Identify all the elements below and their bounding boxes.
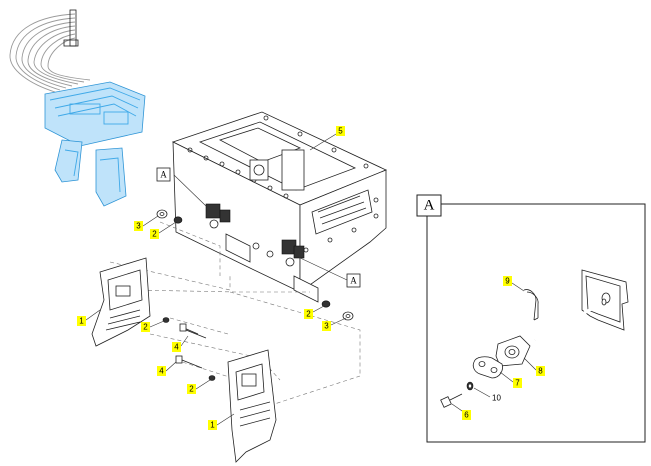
callout-2-right-label: 2 <box>306 310 311 319</box>
callout-4-upper-label: 4 <box>174 343 179 352</box>
view-ref-a-right: A <box>346 273 361 288</box>
callout-2-right: 2 <box>304 309 313 319</box>
valve-fittings <box>205 159 305 267</box>
callout-3-right: 3 <box>322 321 331 331</box>
leader-lines <box>85 130 348 426</box>
detail-view-a: A <box>416 194 646 443</box>
detail-callout-7-label: 7 <box>515 379 520 388</box>
detail-callout-8-label: 8 <box>538 367 543 376</box>
overview-callouts: 5 3 2 1 2 4 4 2 <box>77 126 345 430</box>
callout-3-upper: 3 <box>134 221 143 231</box>
callout-5: 5 <box>336 126 345 136</box>
cap-screw <box>440 393 463 408</box>
callout-2-upper: 2 <box>150 229 159 239</box>
detail-label-10: 10 <box>492 394 501 403</box>
washer-10 <box>466 381 474 391</box>
frame-holes <box>187 115 379 253</box>
bracket-upper-left <box>91 257 151 347</box>
callout-2-bracket-label: 2 <box>143 323 148 332</box>
callout-2-upper-label: 2 <box>152 230 157 239</box>
detail-title: A <box>424 198 435 214</box>
view-ref-a-left-text: A <box>160 170 167 180</box>
hose-bundle <box>9 9 91 93</box>
callout-2-bracket: 2 <box>141 322 150 332</box>
callout-1-upper-label: 1 <box>79 317 84 326</box>
detail-callout-6: 6 <box>462 410 471 420</box>
detail-callout-9-label: 9 <box>505 277 510 286</box>
callout-1-upper: 1 <box>77 316 86 326</box>
bracket-lower <box>227 349 277 463</box>
blue-locator-assembly <box>44 81 146 207</box>
locator-thumbnail <box>9 9 146 207</box>
view-ref-a-left: A <box>156 167 171 182</box>
detail-callout-6-label: 6 <box>464 411 469 420</box>
detail-callout-9: 9 <box>503 276 512 286</box>
detail-title-tab: A <box>416 194 442 217</box>
lock-plate <box>472 356 503 379</box>
pivot-shaft <box>534 298 607 342</box>
retaining-clip <box>523 289 539 321</box>
flange-bracket <box>495 335 531 367</box>
view-ref-a-right-text: A <box>350 276 357 286</box>
detail-callout-8: 8 <box>536 366 545 376</box>
callout-4-upper: 4 <box>172 342 181 352</box>
main-frame-assembly <box>171 111 387 303</box>
callout-4-lower-label: 4 <box>159 367 164 376</box>
detail-callout-7: 7 <box>513 378 522 388</box>
callout-2-lower-label: 2 <box>189 385 194 394</box>
callout-3-right-label: 3 <box>324 322 329 331</box>
callout-4-lower: 4 <box>157 366 166 376</box>
callout-2-lower: 2 <box>187 384 196 394</box>
callout-5-label: 5 <box>338 127 343 136</box>
callout-3-upper-label: 3 <box>136 222 141 231</box>
callout-1-lower-label: 1 <box>210 421 215 430</box>
hardware-items <box>156 209 354 381</box>
callout-1-lower: 1 <box>208 420 217 430</box>
